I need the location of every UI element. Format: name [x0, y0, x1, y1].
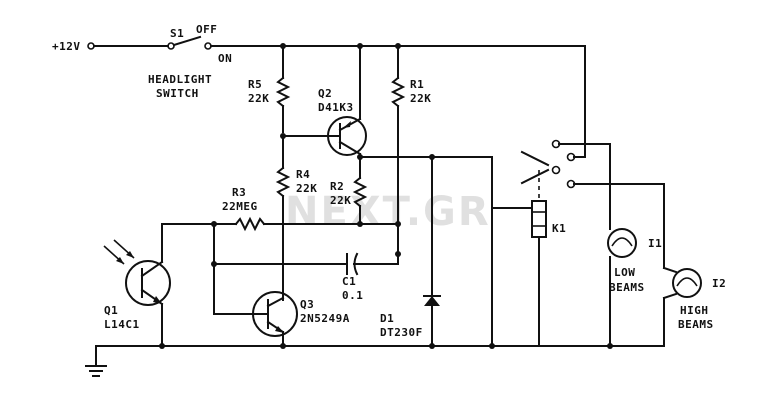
relay-k1: K1 [520, 139, 576, 347]
resistor-r3: R3 22MEG [161, 186, 401, 232]
r3-ref: R3 [232, 186, 246, 199]
phototransistor-q1: Q1 L14C1 [103, 223, 171, 347]
d1-ref: D1 [380, 312, 394, 325]
r1-value: 22K [410, 92, 431, 105]
i1-line2: BEAMS [609, 281, 645, 294]
transistor-q3: Q3 2N5249A [213, 263, 350, 347]
c1-value: 0.1 [342, 289, 363, 302]
r2-value: 22K [330, 194, 351, 207]
switch-lever [172, 35, 202, 47]
r3-value: 22MEG [222, 200, 258, 213]
r5-value: 22K [248, 92, 269, 105]
i2-line1: HIGH [680, 304, 709, 317]
switch-on-label: ON [218, 52, 232, 65]
q1-part: L14C1 [104, 318, 140, 331]
relay-contact-common [566, 152, 576, 162]
relay-arm-upper [520, 150, 550, 167]
q2-part: D41K3 [318, 101, 354, 114]
r1-ref: R1 [410, 78, 424, 91]
resistor-r4: R4 22K [275, 135, 317, 301]
r2-ref: R2 [330, 180, 344, 193]
relay-arm-lower [520, 168, 550, 185]
resistor-r5: R5 22K [248, 45, 291, 133]
watermark: NEXT.GR [285, 189, 491, 235]
transistor-q2: Q2 D41K3 [280, 45, 367, 158]
r4-value: 22K [296, 182, 317, 195]
switch-off-label: OFF [196, 23, 217, 36]
supply-label: +12V [52, 40, 81, 53]
lamp-feeds [558, 143, 665, 269]
capacitor-c1: C1 0.1 [211, 223, 401, 302]
lamp-i2: I2 HIGH BEAMS [662, 266, 726, 347]
q3-part: 2N5249A [300, 312, 350, 325]
r5-ref: R5 [248, 78, 262, 91]
k1-ref: K1 [552, 222, 566, 235]
switch-desc-line1: HEADLIGHT [148, 73, 212, 86]
d1-part: DT230F [380, 326, 423, 339]
q2-ref: Q2 [318, 87, 332, 100]
i1-line1: LOW [614, 266, 635, 279]
diode-d1: D1 DT230F [380, 156, 441, 347]
q1-ref: Q1 [104, 304, 118, 317]
c1-ref: C1 [342, 275, 356, 288]
headlight-switch: S1 OFF ON HEADLIGHT SWITCH [148, 23, 232, 100]
ground-rail [85, 207, 665, 377]
relay-coil [531, 200, 547, 238]
r4-ref: R4 [296, 168, 310, 181]
i1-ref: I1 [648, 237, 662, 250]
resistor-r1: R1 22K [390, 45, 431, 255]
relay-contact-low [551, 165, 561, 175]
i2-line2: BEAMS [678, 318, 714, 331]
q3-ref: Q3 [300, 298, 314, 311]
i2-ref: I2 [712, 277, 726, 290]
supply-input: +12V [52, 40, 169, 53]
switch-desc-line2: SWITCH [156, 87, 199, 100]
lamp-i1: I1 LOW BEAMS [607, 228, 662, 347]
switch-ref: S1 [170, 27, 184, 40]
